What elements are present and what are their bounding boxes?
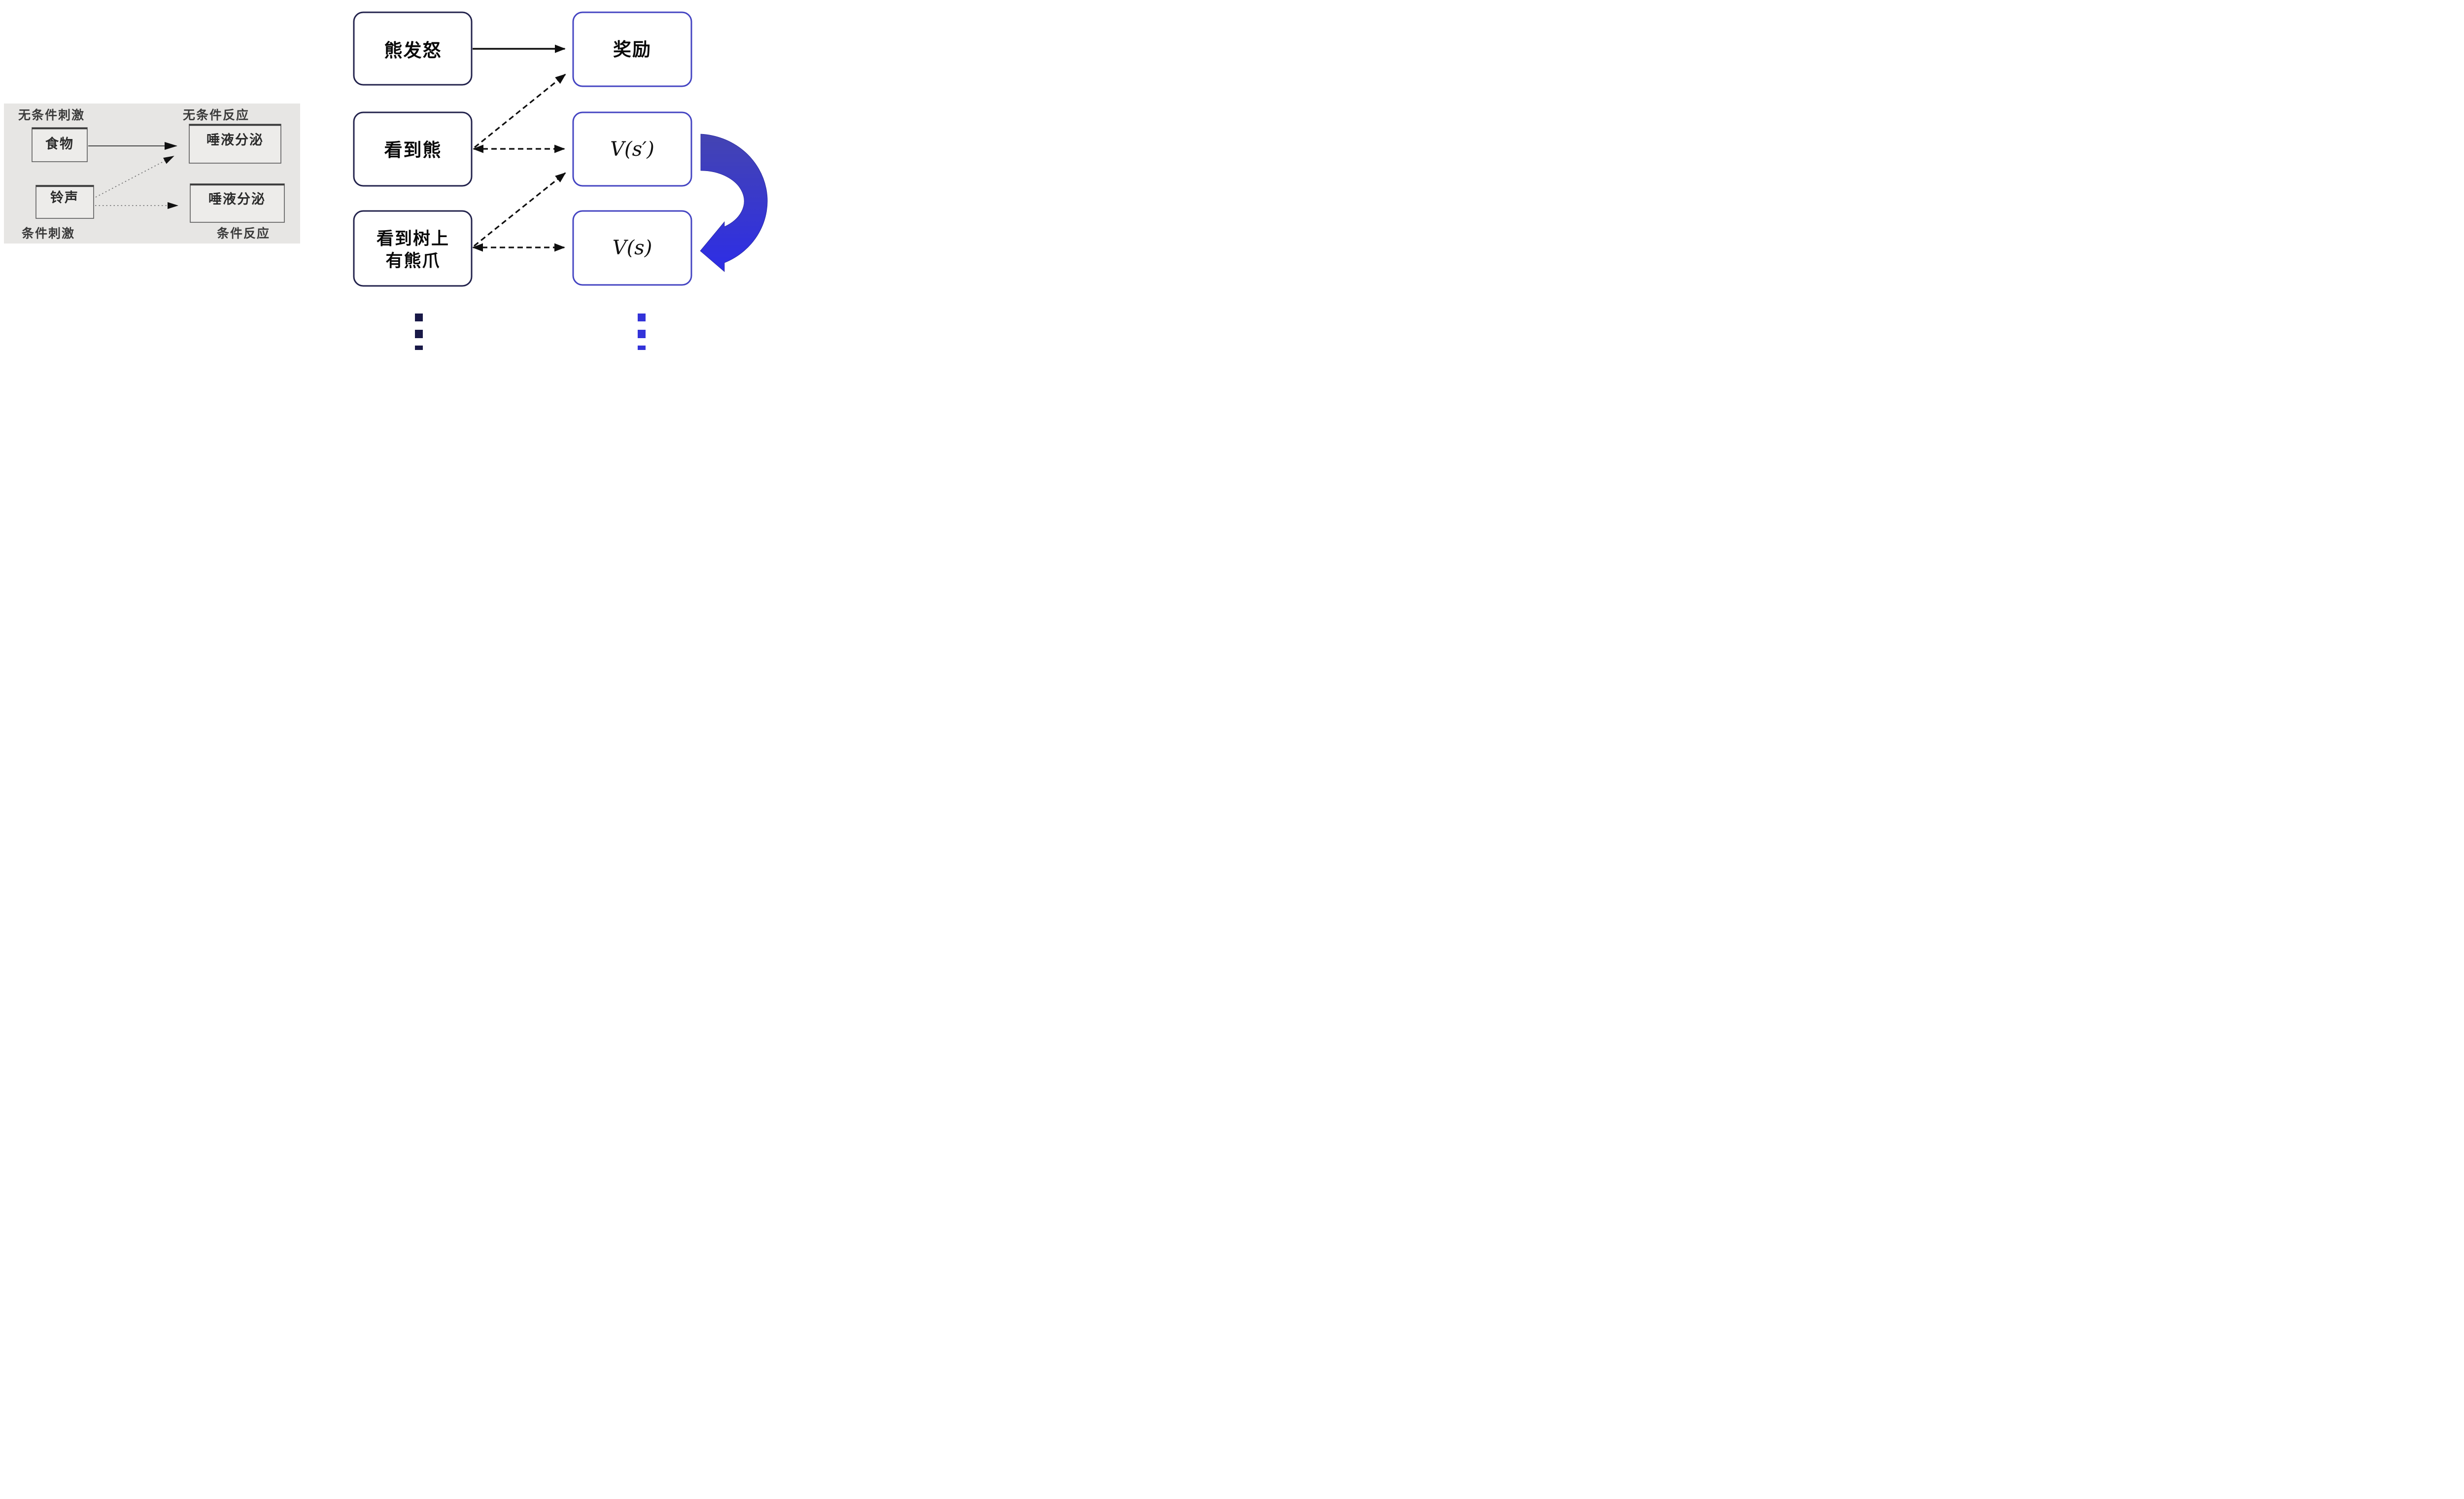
- value-cycle-arrow-icon: [700, 134, 768, 272]
- value-next-label: V(s′): [610, 138, 654, 161]
- value-current-node: [572, 210, 692, 286]
- ellipsis-right-dot: [638, 346, 646, 350]
- see-claw-label-line1: 看到树上: [376, 229, 449, 248]
- diagram-svg: 无条件刺激 无条件反应 条件刺激 条件反应 食物 唾液分泌 铃声 唾液分泌: [4, 11, 768, 350]
- saliva-bottom-box-label: 唾液分泌: [208, 192, 266, 207]
- see-claw-label-line2: 有熊爪: [385, 251, 440, 271]
- see-bear-to-reward-dashed-arrow: [474, 73, 566, 148]
- bear-angry-node: [353, 11, 473, 86]
- label-unconditioned-response: 无条件反应: [183, 108, 249, 122]
- saliva-top-box: 唾液分泌: [189, 124, 281, 164]
- ellipsis-left-dot: [415, 346, 423, 350]
- see-claw-node: [353, 210, 473, 287]
- ellipsis-right-dot: [638, 314, 646, 321]
- slide-canvas: 无条件刺激 无条件反应 条件刺激 条件反应 食物 唾液分泌 铃声 唾液分泌: [0, 0, 773, 350]
- reward-label: 奖励: [613, 39, 651, 60]
- see-bear-node: [353, 111, 473, 187]
- ellipsis-left-dot: [415, 330, 423, 338]
- saliva-top-box-label: 唾液分泌: [206, 133, 264, 147]
- label-conditioned-response: 条件反应: [217, 226, 270, 241]
- bear-angry-label: 熊发怒: [384, 40, 442, 61]
- ellipsis-right-dot: [638, 330, 646, 338]
- food-box-rect: [32, 127, 88, 162]
- label-unconditioned-stimulus: 无条件刺激: [18, 108, 85, 122]
- food-box: 食物: [32, 127, 88, 162]
- food-box-label: 食物: [45, 136, 74, 151]
- see-bear-label: 看到熊: [384, 140, 442, 161]
- pavlov-panel: 无条件刺激 无条件反应 条件刺激 条件反应 食物 唾液分泌 铃声 唾液分泌: [4, 104, 300, 244]
- ellipsis-left-dot: [415, 314, 423, 321]
- reward-node: [572, 11, 692, 87]
- label-conditioned-stimulus: 条件刺激: [22, 226, 75, 241]
- saliva-top-box-rect: [189, 124, 281, 164]
- value-current-label: V(s): [613, 237, 652, 259]
- value-next-node: [572, 111, 692, 187]
- bell-box-label: 铃声: [50, 190, 79, 205]
- ellipsis-left: [415, 314, 423, 350]
- bell-box: 铃声: [35, 185, 94, 219]
- see-claw-to-value-next-dashed-arrow: [474, 172, 566, 247]
- ellipsis-right: [638, 314, 646, 350]
- td-diagram: 熊发怒 奖励 看到熊 V(s′) 看到树上 有熊爪 V(s): [353, 11, 768, 350]
- saliva-bottom-box: 唾液分泌: [190, 183, 285, 223]
